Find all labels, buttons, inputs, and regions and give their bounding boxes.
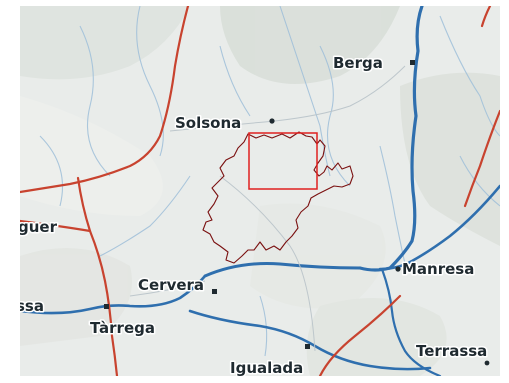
district-boundary (202, 131, 354, 264)
highlight-box (248, 132, 318, 190)
terrassa-marker (484, 360, 490, 366)
stream (459, 155, 500, 207)
town-markers (104, 60, 490, 366)
stream (279, 6, 331, 177)
road (480, 6, 492, 28)
minor-road (169, 120, 276, 132)
tarrega-marker (104, 304, 109, 309)
igualada-marker (305, 344, 310, 349)
relief-patch (306, 298, 447, 376)
town-label-solsona: Solsona (175, 114, 241, 132)
terrain-relief (20, 6, 500, 376)
edge-label-left-upper: guer (20, 218, 58, 236)
manresa-marker (395, 266, 401, 272)
berga-marker (410, 60, 415, 65)
town-label-cervera: Cervera (138, 276, 204, 294)
town-label-terrassa: Terrassa (416, 342, 487, 360)
minor-road (219, 175, 316, 352)
town-label-tarrega: Tàrrega (90, 319, 155, 337)
stream (136, 6, 164, 157)
map-frame: Berga Solsona Manresa Cervera Tàrrega Ig… (20, 6, 500, 376)
solsona-marker (269, 118, 275, 124)
stream (379, 145, 406, 265)
minor-roads (129, 65, 406, 352)
stream (219, 45, 251, 117)
stream (39, 135, 64, 207)
minor-road (129, 280, 206, 297)
relief-patch (220, 6, 400, 84)
road (20, 6, 190, 194)
town-label-igualada: Igualada (230, 359, 303, 376)
road (76, 176, 119, 376)
stream (319, 45, 351, 187)
minor-rivers (39, 6, 500, 357)
relief-patch (20, 6, 190, 80)
river-anoia (380, 267, 442, 376)
edge-label-left-lower: ssa (20, 297, 44, 315)
road (318, 294, 402, 376)
roads (20, 6, 500, 376)
minor-road (274, 65, 406, 122)
stream (99, 175, 191, 257)
road (463, 109, 500, 208)
map-canvas: Berga Solsona Manresa Cervera Tàrrega Ig… (20, 6, 500, 376)
cervera-marker (212, 289, 217, 294)
town-label-manresa: Manresa (402, 260, 474, 278)
relief-patch (400, 72, 500, 247)
road (20, 219, 92, 233)
river-southwest (20, 274, 207, 315)
stream (79, 25, 111, 177)
relief-patch (250, 203, 386, 309)
town-label-berga: Berga (333, 54, 383, 72)
river-main-west (203, 262, 362, 278)
